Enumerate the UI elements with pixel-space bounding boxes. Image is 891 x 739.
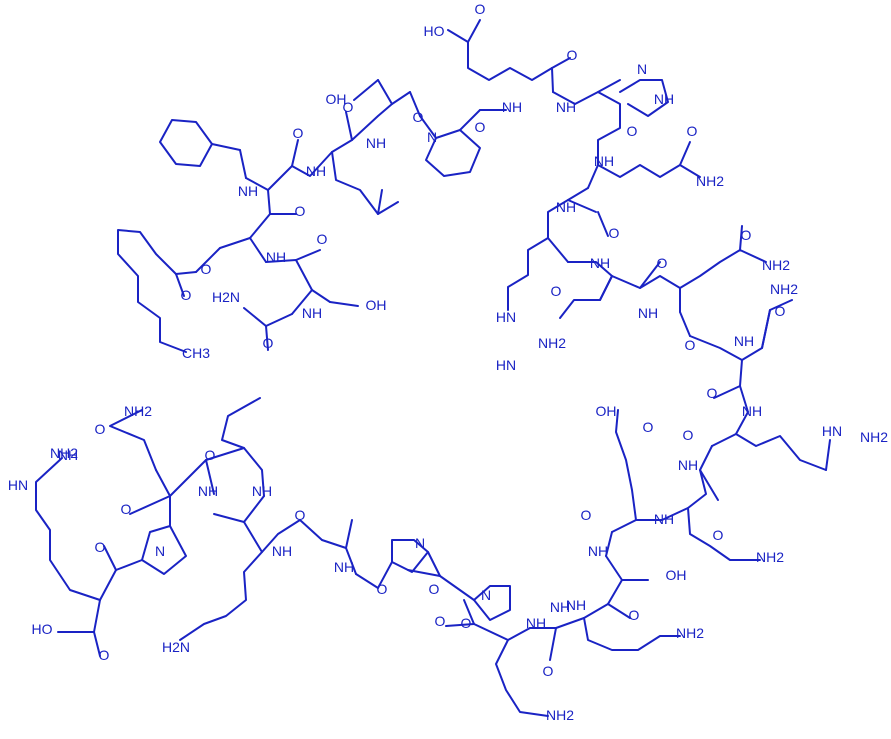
atom-label-nh-arg2b: NH — [58, 447, 78, 463]
atom-label-nh2-gln2: NH2 — [762, 257, 790, 273]
atom-label-nh-arg3: NH — [334, 559, 354, 575]
atom-label-nh2-lys6: NH2 — [676, 625, 704, 641]
atom-label-ho-glu2: OH — [596, 403, 617, 419]
atom-label-o-octc: O — [181, 287, 192, 303]
atom-label-o-phe: O — [293, 125, 304, 141]
atom-label-o-pro4: O — [435, 613, 446, 629]
atom-label-o-ser4: O — [629, 607, 640, 623]
atom-label-o-gln3sc: O — [775, 303, 786, 319]
atom-label-nh-lys5: NH — [526, 615, 546, 631]
atom-label-o-ser3: O — [295, 203, 306, 219]
atom-label-o-arg3: O — [99, 647, 110, 663]
atom-label-o-gln2: O — [685, 337, 696, 353]
atom-label-o-glu2b: O — [581, 507, 592, 523]
atom-label-nh-phe: NH — [238, 183, 258, 199]
atom-label-ch3: CH3 — [182, 345, 210, 361]
atom-label-nh-ser3: NH — [266, 249, 286, 265]
atom-label-oh-ser3: OH — [366, 297, 387, 313]
atom-label-h2n-lys1: H2N — [162, 639, 190, 655]
atom-label-o-val: O — [657, 255, 668, 271]
atom-label-nh-gln3: NH — [734, 333, 754, 349]
atom-label-nh2-lys4: NH2 — [756, 549, 784, 565]
atom-label-o-gln4: O — [121, 501, 132, 517]
atom-label-h2n-gly: H2N — [212, 289, 240, 305]
atom-label-nh2-arg2: NH2 — [860, 429, 888, 445]
atom-label-nh-pro4: NH — [588, 543, 608, 559]
atom-label-o-oct: O — [201, 261, 212, 277]
atom-label-o-his: O — [627, 123, 638, 139]
atom-label-n-pro1: N — [427, 129, 437, 145]
atom-label-n-pro4: N — [481, 587, 491, 603]
atom-label-oh-ser2: OH — [326, 91, 347, 107]
atom-label-o-pro3: O — [429, 581, 440, 597]
atom-label-o-gly: O — [317, 231, 328, 247]
atom-label-n-his: N — [637, 61, 647, 77]
atom-label-o-glu2: O — [643, 419, 654, 435]
atom-label-o-leu1: O — [343, 99, 354, 115]
atom-label-o-gln3: O — [707, 385, 718, 401]
atom-label-hn-arg2: HN — [822, 423, 842, 439]
atom-label-o-gln1: O — [609, 225, 620, 241]
atom-label-nh-ala: NH — [252, 483, 272, 499]
atom-label-o-gly2: O — [263, 335, 274, 351]
atom-label-nh-arg1: NH — [556, 199, 576, 215]
atom-label-o-ser2: O — [413, 109, 424, 125]
atom-label-hn-arg1b: HN — [496, 357, 516, 373]
atom-label-o-leu2: O — [205, 447, 216, 463]
atom-label-nh-gly: NH — [302, 305, 322, 321]
atom-label-o-gln1sc: O — [687, 123, 698, 139]
atom-label-nh-gln1: NH — [594, 153, 614, 169]
atom-label-o-gln4sc: O — [95, 421, 106, 437]
atom-label-o-ala: O — [295, 507, 306, 523]
atom-label-n-pro3: N — [415, 535, 425, 551]
atom-label-nh2-arg3: NH2 — [50, 445, 78, 461]
atom-label-o-arg1: O — [551, 283, 562, 299]
atom-label-o-glu1a: O — [475, 1, 486, 17]
atom-label-nh2-arg1: NH2 — [538, 335, 566, 351]
atom-label-nh-val: NH — [590, 255, 610, 271]
atom-label-nh-lys1: NH — [678, 457, 698, 473]
atom-label-oh-ser4: OH — [666, 567, 687, 583]
atom-label-nh-leu2: NH — [198, 483, 218, 499]
atom-label-o-pro2: O — [377, 581, 388, 597]
atom-label-o-glu1b: O — [567, 47, 578, 63]
atom-label-o-pro1: O — [475, 119, 486, 135]
atom-label-ho-glu1: HO — [424, 23, 445, 39]
atom-label-nh-glu1: NH — [502, 99, 522, 115]
atom-label-o-lys6: O — [461, 615, 472, 631]
atom-label-nh-gln2: NH — [638, 305, 658, 321]
atom-label-ho-arg: HO — [32, 621, 53, 637]
atom-label-nh2-gln4: NH2 — [124, 403, 152, 419]
atom-label-nh-his: NH — [654, 91, 674, 107]
atom-label-nh-lys2: NH — [272, 543, 292, 559]
atom-label-nh-ser2: NH — [366, 135, 386, 151]
atom-label-nh-leu1: NH — [306, 163, 326, 179]
atom-label-o-lys1: O — [713, 527, 724, 543]
bond-lines — [35, 19, 831, 717]
atom-label-nh2-gln3: NH2 — [770, 281, 798, 297]
atom-label-nh-ser4: NH — [550, 599, 570, 615]
atom-label-nh-arg2: NH — [742, 403, 762, 419]
atom-label-hn-arg1: HN — [496, 309, 516, 325]
atom-label-o-arg2: O — [683, 427, 694, 443]
atom-label-o-lys5: O — [543, 663, 554, 679]
atom-label-nh2-gln1: NH2 — [696, 173, 724, 189]
atom-label-o-argc: O — [95, 539, 106, 555]
atom-label-o-gln2sc: O — [741, 227, 752, 243]
atom-label-nh-glu2: NH — [654, 511, 674, 527]
atom-label-hn-arg3: HN — [8, 477, 28, 493]
atom-label-nh2-lys7: NH2 — [546, 707, 574, 723]
atom-label-n-pro2: N — [155, 543, 165, 559]
atom-label-nh-his2: NH — [556, 99, 576, 115]
atom-label-nh-lys3: NH — [566, 597, 586, 613]
